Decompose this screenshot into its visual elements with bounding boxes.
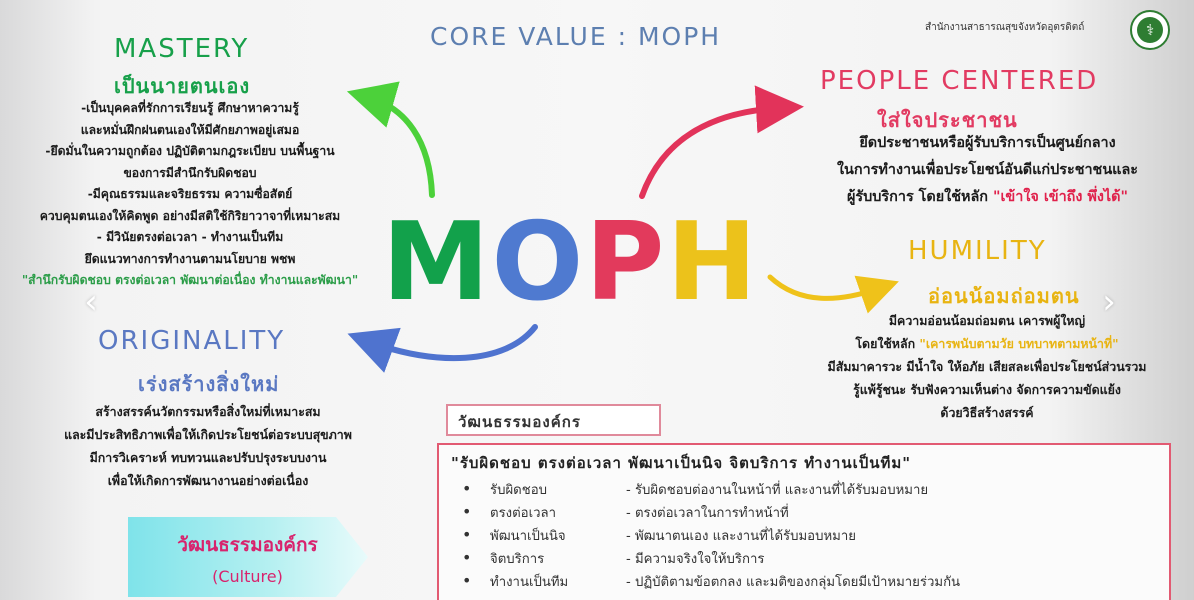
humility-principle: "เคารพนับตามวัย บทบาทตามหน้าที่" — [919, 336, 1119, 351]
page-title: CORE VALUE : MOPH — [430, 22, 722, 51]
moph-logo: ⚕ — [1130, 10, 1170, 50]
originality-line: เพื่อให้เกิดการพัฒนางานอย่างต่อเนื่อง — [107, 473, 309, 488]
humility-line: มีความอ่อนน้อมถ่อมตน เคารพผู้ใหญ่ — [888, 313, 1086, 328]
bullet-icon: • — [462, 479, 472, 498]
next-slide-button[interactable]: › — [1096, 282, 1122, 322]
originality-line: มีการวิเคราะห์ ทบทวนและปรับปรุงระบบงาน — [89, 450, 327, 465]
culture-tag-thai: วัฒนธรรมองค์กร — [177, 534, 318, 556]
chevron-right-icon[interactable]: › — [1102, 282, 1116, 322]
culture-tag-english: (Culture) — [212, 567, 283, 586]
arrow-to-originality — [347, 324, 538, 373]
humility-subtitle: อ่อนน้อมถ่อมตน — [928, 284, 1080, 308]
value-description: - รับผิดชอบต่องานในหน้าที่ และงานที่ได้ร… — [626, 483, 929, 498]
mastery-line: ยึดแนวทางการทำงานตามนโยบาย พชพ — [84, 251, 296, 266]
humility-line: ด้วยวิธีสร้างสรรค์ — [940, 405, 1034, 420]
value-term: ตรงต่อเวลา — [490, 506, 556, 521]
people-line: ในการทำงานเพื่อประโยชน์อันดีแก่ประชาชนแล… — [837, 162, 1138, 178]
people-principle: "เข้าใจ เข้าถึง พึ่งได้" — [993, 189, 1128, 205]
arrow-to-humility — [767, 274, 899, 314]
chevron-left-icon[interactable]: ‹ — [84, 282, 98, 322]
people-centered-description: ยึดประชาชนหรือผู้รับบริการเป็นศูนย์กลาง … — [790, 130, 1185, 211]
mastery-line: ควบคุมตนเองให้คิดพูด อย่างมีสติใช้กิริยา… — [39, 208, 341, 223]
humility-line: โดยใช้หลัก "เคารพนับตามวัย บทบาทตามหน้าท… — [780, 332, 1194, 355]
letter-h: H — [666, 200, 759, 325]
letter-m: M — [382, 200, 492, 325]
bullet-icon: • — [462, 502, 472, 521]
list-item: • รับผิดชอบ - รับผิดชอบต่องานในหน้าที่ และ… — [462, 479, 928, 500]
org-culture-panel — [437, 443, 1171, 600]
mastery-description: -เป็นบุคคลที่รักการเรียนรู้ ศึกษาหาความร… — [0, 98, 380, 292]
culture-tag-shape — [128, 517, 368, 597]
moph-letters: MOPH — [382, 200, 759, 325]
people-line: ผู้รับบริการ โดยใช้หลัก "เข้าใจ เข้าถึง … — [790, 184, 1185, 211]
bullet-icon: • — [462, 525, 472, 544]
org-culture-label-box — [446, 404, 661, 436]
mastery-line: - มีวินัยตรงต่อเวลา - ทำงานเป็นทีม — [96, 230, 284, 244]
value-description: - ปฏิบัติตามข้อตกลง และมติของกลุ่มโดยมีเ… — [626, 575, 961, 590]
letter-o: O — [491, 200, 586, 325]
list-item: • จิตบริการ - มีความจริงใจให้บริการ — [462, 548, 764, 569]
organization-name: สำนักงานสาธารณสุขจังหวัดอุตรดิตถ์ — [925, 22, 1085, 33]
originality-line: และมีประสิทธิภาพเพื่อให้เกิดประโยชน์ต่อร… — [64, 427, 352, 442]
letter-p: P — [585, 200, 667, 325]
arrow-to-mastery — [346, 81, 435, 198]
mastery-line: -ยึดมั่นในความถูกต้อง ปฏิบัติตามกฎระเบีย… — [45, 144, 335, 158]
list-item: • ตรงต่อเวลา - ตรงต่อเวลาในการทำหน้าที่ — [462, 502, 789, 523]
originality-title: ORIGINALITY — [98, 326, 286, 356]
people-line-prefix: ผู้รับบริการ โดยใช้หลัก — [846, 189, 994, 205]
value-term: จิตบริการ — [490, 552, 545, 567]
value-description: - มีความจริงใจให้บริการ — [626, 552, 765, 567]
mastery-subtitle: เป็นนายตนเอง — [114, 74, 251, 98]
humility-line: มีสัมมาคารวะ มีน้ำใจ ให้อภัย เสียสละเพื่… — [827, 359, 1147, 374]
arrow-to-people — [639, 85, 804, 199]
originality-subtitle: เร่งสร้างสิ่งใหม่ — [138, 372, 280, 396]
people-line: ยึดประชาชนหรือผู้รับบริการเป็นศูนย์กลาง — [859, 135, 1116, 151]
bullet-icon: • — [462, 548, 472, 567]
originality-description: สร้างสรรค์นวัตกรรมหรือสิ่งใหม่ที่เหมาะสม… — [30, 400, 386, 492]
org-culture-headline: "รับผิดชอบ ตรงต่อเวลา พัฒนาเป็นนิจ จิตบร… — [451, 454, 912, 472]
value-description: - พัฒนาตนเอง และงานที่ได้รับมอบหมาย — [626, 529, 856, 544]
originality-line: สร้างสรรค์นวัตกรรมหรือสิ่งใหม่ที่เหมาะสม — [95, 404, 321, 419]
mastery-line: ของการมีสำนึกรับผิดชอบ — [123, 165, 257, 180]
humility-line: รู้แพ้รู้ชนะ รับฟังความเห็นต่าง จัดการคว… — [853, 382, 1121, 397]
bullet-icon: • — [462, 571, 472, 590]
org-culture-label: วัฒนธรรมองค์กร — [458, 413, 581, 431]
value-term: รับผิดชอบ — [490, 483, 547, 498]
people-centered-title: PEOPLE CENTERED — [820, 66, 1099, 96]
mastery-line: -มีคุณธรรมและจริยธรรม ความซื่อสัตย์ — [87, 187, 293, 201]
value-term: ทำงานเป็นทีม — [490, 575, 569, 590]
humility-line-prefix: โดยใช้หลัก — [855, 336, 920, 351]
humility-title: HUMILITY — [908, 236, 1047, 266]
value-term: พัฒนาเป็นนิจ — [490, 529, 566, 544]
previous-slide-button[interactable]: ‹ — [78, 282, 104, 322]
list-item: • พัฒนาเป็นนิจ - พัฒนาตนเอง และงานที่ได้รั… — [462, 525, 856, 546]
value-description: - ตรงต่อเวลาในการทำหน้าที่ — [626, 506, 789, 521]
people-centered-subtitle: ใส่ใจประชาชน — [877, 108, 1018, 132]
humility-description: มีความอ่อนน้อมถ่อมตน เคารพผู้ใหญ่ โดยใช้… — [780, 309, 1194, 424]
mastery-title: MASTERY — [114, 34, 250, 64]
list-item: • ทำงานเป็นทีม - ปฏิบัติตามข้อตกลง และมติข… — [462, 571, 960, 592]
mastery-line: และหมั่นฝึกฝนตนเองให้มีศักยภาพอยู่เสมอ — [80, 122, 300, 137]
caduceus-icon: ⚕ — [1137, 17, 1163, 43]
mastery-line: "สำนึกรับผิดชอบ ตรงต่อเวลา พัฒนาต่อเนื่อ… — [21, 273, 359, 287]
mastery-line: -เป็นบุคคลที่รักการเรียนรู้ ศึกษาหาความร… — [81, 101, 299, 115]
